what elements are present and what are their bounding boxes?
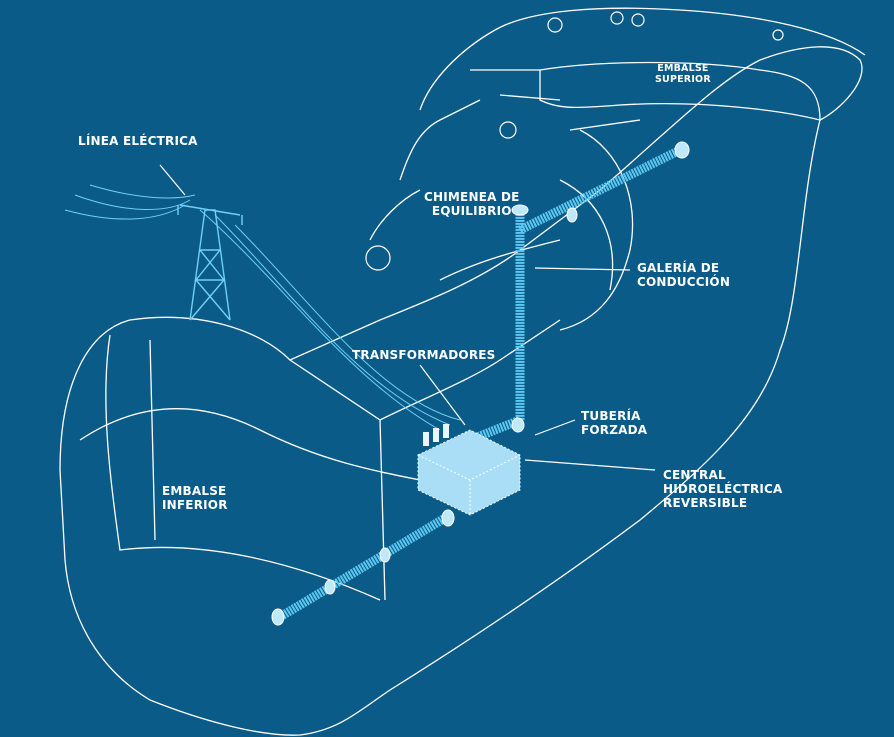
pylon-icon <box>177 204 243 321</box>
label-line: EMBALSE <box>657 63 709 74</box>
label-transformadores: TRANSFORMADORES <box>352 348 496 362</box>
label-linea-electrica: LÍNEA ELÉCTRICA <box>78 134 198 148</box>
label-line: INFERIOR <box>162 498 228 512</box>
label-tuberia: TUBERÍA FORZADA <box>581 409 647 437</box>
penstock-pipe <box>271 141 690 626</box>
terrain-outline <box>59 7 866 736</box>
power-lines <box>64 184 461 431</box>
label-line: CENTRAL <box>663 468 726 482</box>
power-station-building <box>417 424 521 516</box>
label-central: CENTRAL HIDROELÉCTRICA REVERSIBLE <box>663 468 783 510</box>
tree-icons <box>365 11 784 271</box>
label-line: TUBERÍA <box>581 409 641 423</box>
label-line: HIDROELÉCTRICA <box>663 482 783 496</box>
label-line: EMBALSE <box>162 484 227 498</box>
label-line: GALERÍA DE <box>637 261 720 275</box>
label-line: CHIMENEA DE <box>424 190 520 204</box>
label-line: FORZADA <box>581 423 648 437</box>
leader-lines <box>159 164 656 471</box>
label-chimenea: CHIMENEA DE EQUILIBRIO <box>424 190 520 218</box>
label-line: SUPERIOR <box>655 74 711 85</box>
label-galeria: GALERÍA DE CONDUCCIÓN <box>637 261 730 289</box>
label-line: EQUILIBRIO <box>431 204 512 218</box>
label-line: CONDUCCIÓN <box>637 275 731 289</box>
label-line: REVERSIBLE <box>663 496 748 510</box>
label-embalse-superior: EMBALSE SUPERIOR <box>655 63 711 85</box>
label-embalse-inferior: EMBALSE INFERIOR <box>162 484 228 512</box>
